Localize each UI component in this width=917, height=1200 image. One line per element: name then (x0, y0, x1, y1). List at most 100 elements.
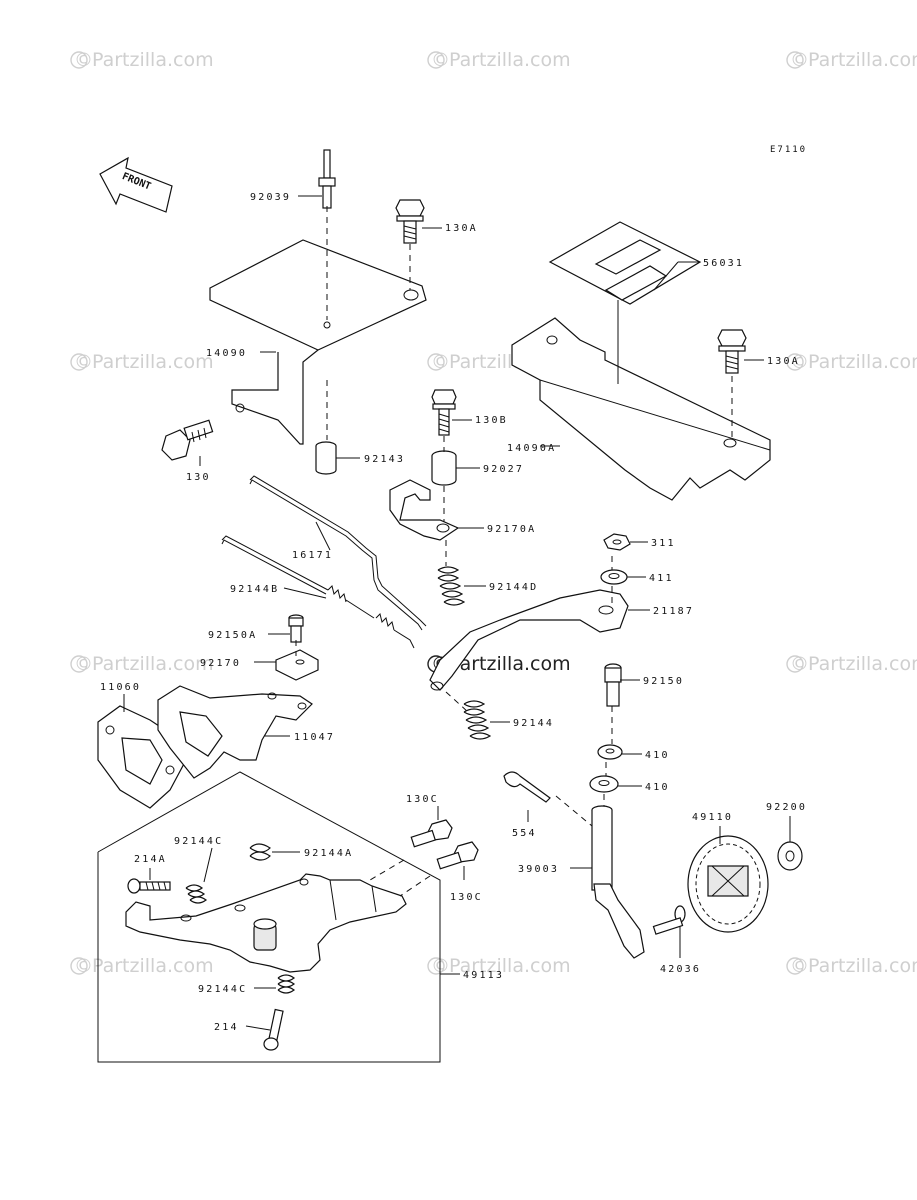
part-label-92150a: 92150A (208, 630, 257, 641)
svg-text:©: © (431, 351, 450, 373)
part-label-42036: 42036 (660, 964, 701, 975)
spring-92144b-icon (221, 535, 415, 649)
watermark: ©Partzilla.com (70, 653, 214, 675)
diagram-code: E7110 (770, 145, 807, 155)
spring-92144a-icon (249, 843, 271, 861)
part-label-11060: 11060 (100, 682, 141, 693)
clamp-92170-icon (275, 649, 319, 681)
part-label-92200: 92200 (766, 802, 807, 813)
part-label-16171: 16171 (292, 550, 333, 561)
svg-text:©: © (74, 955, 93, 977)
part-label-410-b: 410 (645, 782, 670, 793)
svg-text:Partzilla.com: Partzilla.com (92, 653, 214, 675)
part-label-39003: 39003 (518, 864, 559, 875)
part-label-130c-top: 130C (406, 794, 439, 805)
part-label-92150: 92150 (643, 676, 684, 687)
assembly-box (97, 771, 441, 1063)
part-label-92170: 92170 (200, 658, 241, 669)
svg-text:©: © (74, 653, 93, 675)
part-labels: 92039 130A 56031 14090 130A 130B 14090A … (100, 192, 807, 1033)
svg-text:Partzilla.com: Partzilla.com (808, 49, 917, 71)
part-label-130a-top: 130A (445, 223, 478, 234)
spring-92144c-bottom-icon (277, 974, 296, 994)
bolt-92150a-icon (288, 614, 304, 643)
svg-text:Partzilla.com: Partzilla.com (449, 653, 571, 675)
part-label-14090a: 14090A (507, 443, 556, 454)
screw-214-icon (263, 1008, 284, 1051)
guide-lines (295, 206, 733, 897)
bolt-130-icon (161, 419, 214, 461)
bolt-130c-bottom-icon (436, 841, 479, 870)
plate-11047-icon (157, 685, 313, 779)
watermark: ©Partzilla.com (70, 351, 214, 373)
washer-410-a-icon (597, 744, 623, 760)
part-label-214: 214 (214, 1022, 239, 1033)
svg-text:Partzilla.com: Partzilla.com (449, 49, 571, 71)
bracket-14090-icon (209, 239, 427, 445)
watermark: ©Partzilla.com (427, 49, 571, 71)
bolt-130c-top-icon (410, 819, 453, 848)
svg-text:©: © (790, 653, 809, 675)
part-label-410-a: 410 (645, 750, 670, 761)
svg-text:Partzilla.com: Partzilla.com (92, 955, 214, 977)
pin-554-icon (503, 771, 551, 803)
watermark: ©Partzilla.com (70, 955, 214, 977)
cover-14090a-icon (511, 317, 771, 501)
pin-92039-icon (318, 149, 336, 209)
gear-49110-icon (687, 835, 769, 933)
part-label-49110: 49110 (692, 812, 733, 823)
part-label-554: 554 (512, 828, 537, 839)
part-label-92144c-bottom: 92144C (198, 984, 247, 995)
part-label-130b: 130B (475, 415, 508, 426)
part-label-92027: 92027 (483, 464, 524, 475)
label-plate-56031-icon (548, 221, 702, 305)
bolt-92150-icon (604, 663, 622, 707)
governor-plate-49113-icon (125, 873, 407, 973)
spring-92144c-top-icon (185, 884, 208, 904)
lever-21187-icon (429, 589, 629, 691)
watermarks: ©Partzilla.com ©Partzilla.com ©Partzilla… (70, 49, 917, 977)
svg-text:Partzilla.com: Partzilla.com (808, 955, 917, 977)
svg-text:©: © (790, 49, 809, 71)
part-label-92144a: 92144A (304, 848, 353, 859)
part-label-311: 311 (651, 538, 676, 549)
svg-text:©: © (790, 955, 809, 977)
bolt-130b-icon (431, 389, 457, 436)
rod-16171-edge (249, 479, 423, 631)
part-label-130c-bottom: 130C (450, 892, 483, 903)
pin-42036-icon (652, 905, 686, 935)
clamp-92170a-icon (389, 479, 460, 541)
part-label-56031: 56031 (703, 258, 744, 269)
spring-92144d-icon (437, 566, 466, 606)
washer-410-b-icon (589, 775, 619, 793)
part-label-92143: 92143 (364, 454, 405, 465)
part-label-21187: 21187 (653, 606, 694, 617)
collar-92143-icon (315, 441, 337, 475)
watermark: ©Partzilla.com (70, 49, 214, 71)
svg-text:Partzilla.com: Partzilla.com (808, 653, 917, 675)
part-label-49113: 49113 (463, 970, 504, 981)
part-label-92144c-top: 92144C (174, 836, 223, 847)
watermark: ©Partzilla.com (786, 955, 917, 977)
part-label-92170a: 92170A (487, 524, 536, 535)
watermark: ©Partzilla.com (786, 351, 917, 373)
part-label-92144b: 92144B (230, 584, 279, 595)
svg-text:Partzilla.com: Partzilla.com (92, 49, 214, 71)
part-label-214a: 214A (134, 854, 167, 865)
part-label-11047: 11047 (294, 732, 335, 743)
svg-text:Partzilla.com: Partzilla.com (92, 351, 214, 373)
nut-311-icon (603, 533, 631, 551)
screw-214a-icon (127, 878, 171, 894)
rod-16171-icon (249, 475, 427, 627)
part-label-411: 411 (649, 573, 674, 584)
svg-text:©: © (74, 49, 93, 71)
svg-text:Partzilla.com: Partzilla.com (808, 351, 917, 373)
front-arrow-icon: FRONT (99, 156, 173, 213)
shaft-39003-icon (591, 805, 645, 959)
part-label-92144: 92144 (513, 718, 554, 729)
washer-411-icon (600, 569, 628, 585)
svg-text:Partzilla.com: Partzilla.com (449, 955, 571, 977)
part-label-130: 130 (186, 472, 211, 483)
watermark: ©Partzilla.com (786, 49, 917, 71)
